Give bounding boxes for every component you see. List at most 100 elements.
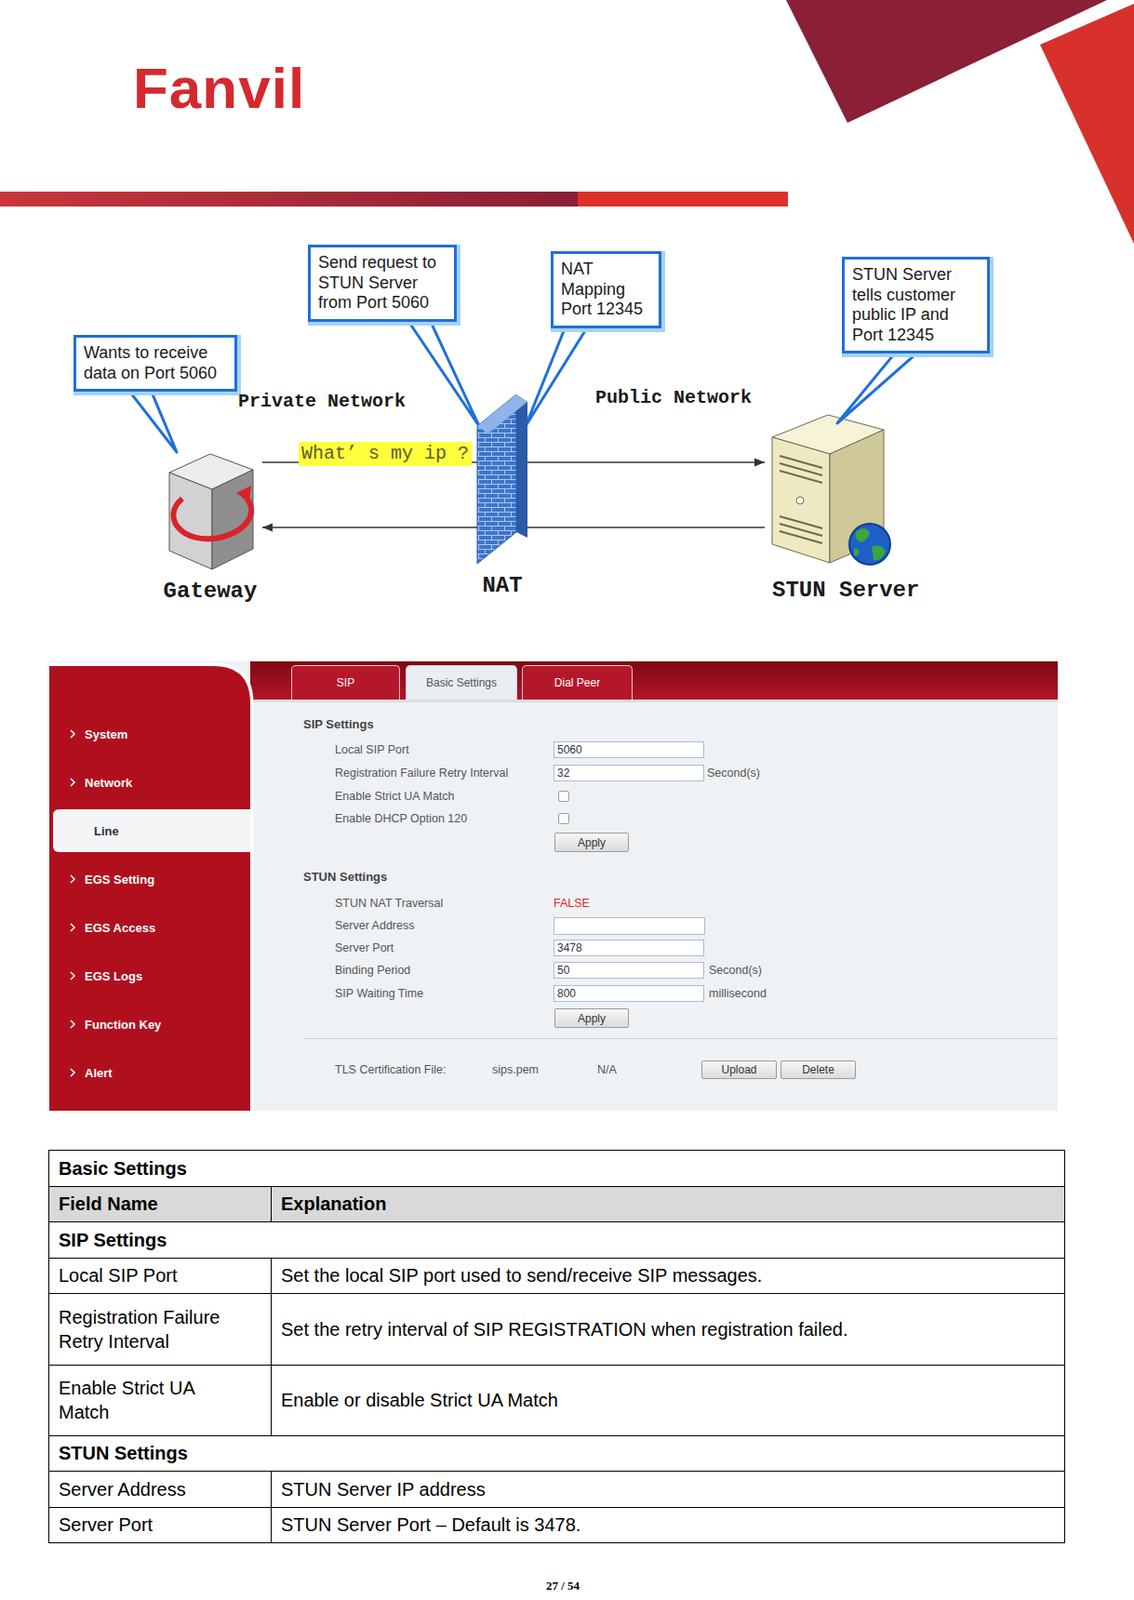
tab: Dial Peer [521,665,633,700]
field-label: TLS Certification File: [334,1061,489,1079]
polygon-shape [236,485,252,503]
line-shape [779,455,823,468]
node-text: NAT Mapping Port 12345 [560,259,652,321]
line-shape [270,1470,272,1543]
unit-label: millisecond [708,985,802,1002]
node-text: 32 [557,766,570,780]
unit-label: Second(s) [707,764,782,782]
callout-box: Send request to STUN Server from Port 50… [307,244,457,322]
node-text: 5060 [557,743,583,757]
callout-tail [525,326,588,427]
table-cell: Server Address [58,1470,264,1508]
path-shape [853,547,860,556]
table-cell: Enable or disable Strict UA Match [280,1364,1054,1436]
table-cell: STUN Server Port – Default is 3478. [280,1507,1054,1543]
tab: SIP [291,665,401,700]
table-cell: Set the retry interval of SIP REGISTRATI… [280,1293,1054,1365]
callout-box: STUN Server tells customer public IP and… [841,256,990,354]
table-cell: Set the local SIP port used to send/rece… [280,1257,1054,1294]
line-shape [48,1435,1065,1437]
region-label: Private Network [238,388,415,414]
callout-tail [128,389,177,453]
table-header: Field Name [58,1186,264,1222]
node-text: 3478 [557,941,583,955]
page-number: 27 / 54 [520,1577,605,1595]
polygon-shape [477,394,528,434]
header-bar [577,191,788,207]
line-shape [48,1186,1065,1188]
field-label: Server Port [334,939,549,957]
header-triangle [1040,3,1134,244]
node-text: Apply [577,1012,606,1026]
table-header: Explanation [280,1186,1054,1222]
callout-box: Wants to receive data on Port 5060 [73,334,238,392]
line-shape [48,1364,1065,1366]
input-field: 3478 [553,939,705,957]
node-text: Delete [801,1063,835,1077]
line-shape [48,1293,1065,1295]
tab: Basic Settings [405,665,518,700]
g-shape [779,455,823,544]
field-label: Binding Period [334,961,549,979]
line-shape [779,470,823,483]
node-text: STUN Server tells customer public IP and… [852,265,980,346]
line-shape [779,531,823,544]
line-shape [779,516,823,529]
line-shape [779,523,823,536]
line-shape [48,1470,1065,1472]
nat-firewall: NAT [460,390,545,601]
table-cell: Enable Strict UA Match [58,1364,245,1436]
table-rules [48,1186,1065,1543]
field-label: Registration Failure Retry Interval [334,764,549,782]
menu-item: EGS Access [84,919,234,936]
file-name: sips.pem [492,1061,576,1079]
path-shape [70,730,75,738]
node-text: 50 [557,963,570,977]
path-shape [70,1020,75,1028]
polygon-shape [516,394,528,538]
tab-strip-edge [250,699,1058,703]
menu-item: Function Key [84,1015,234,1033]
menu-item: Line [53,809,251,853]
node-text: Basic Settings [426,676,497,690]
node-text: 800 [557,987,576,1001]
section-heading: SIP Settings [303,715,490,733]
node-text: Dial Peer [554,676,601,690]
table-section: STUN Settings [58,1435,1054,1471]
menu-item: System [84,725,234,743]
node-text: STUN Server [764,577,920,605]
callout-tail [837,351,919,424]
callout-tail [407,320,480,427]
button: Upload [701,1060,777,1080]
checkbox [559,791,570,802]
line-shape [48,1507,1065,1508]
tab-strip [250,661,1058,700]
menu-item: Alert [84,1064,234,1081]
path-shape [70,875,75,883]
path-shape [70,778,75,787]
table-cell: Local SIP Port [58,1257,264,1294]
status-value: FALSE [553,894,628,912]
path-shape [70,1068,75,1077]
table-cell: STUN Server IP address [280,1470,1054,1508]
menu-item: EGS Setting [84,870,234,888]
line-shape [48,1221,1065,1223]
node-text: Gateway [163,578,258,606]
checkbox [559,813,570,825]
field-label: Enable Strict UA Match [334,787,549,805]
node-text: Wants to receive data on Port 5060 [83,343,227,384]
table-header-row [48,1186,1065,1222]
input-field: 5060 [553,741,705,759]
field-label: SIP Waiting Time [334,985,549,1002]
field-label: Server Address [334,917,549,934]
polygon-shape [772,437,830,563]
stun-server: STUN Server [764,409,942,605]
header-bar [0,191,578,207]
node-text: Apply [577,836,606,850]
path-shape [173,494,252,539]
field-label: Enable DHCP Option 120 [334,810,549,828]
gateway-icon [169,453,254,570]
unit-label: Second(s) [708,961,784,979]
screenshot-ground [49,661,1058,1111]
table-title: Basic Settings [58,1149,1054,1187]
